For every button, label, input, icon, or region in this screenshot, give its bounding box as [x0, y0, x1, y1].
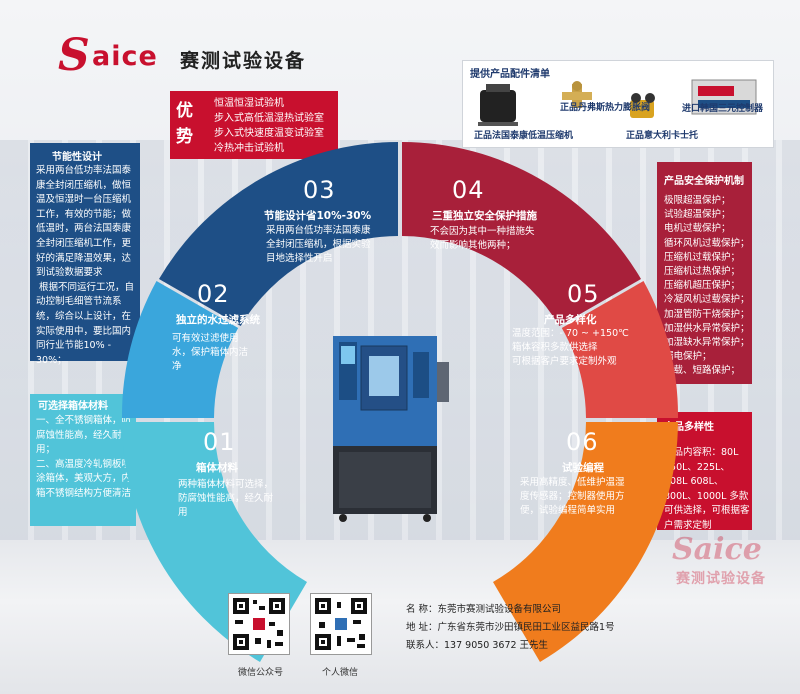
capacity-title: 产品多样性	[664, 422, 714, 433]
advantage-item: 步入式快速度温变试验室	[214, 128, 324, 139]
segment-05-body: 温度范围：- 70 ~ +150℃ 箱体容积多款供选择 可根据客户要求定制外观	[512, 328, 629, 367]
castel-valve-image	[630, 93, 655, 118]
segment-04-number: 04	[452, 176, 485, 204]
segment-06-shape	[493, 422, 678, 662]
segment-03-title: 节能设计省10%-30%	[264, 210, 372, 222]
safety-item: 电机过载保护；	[664, 223, 731, 235]
segment-05-number: 05	[567, 280, 600, 308]
safety-item: 压缩机超压保护；	[664, 280, 741, 292]
controller-image	[691, 79, 757, 115]
contact-value: 137 9050 3672 王先生	[444, 640, 549, 651]
segment-04-title: 三重独立安全保护措施	[432, 210, 537, 222]
segment-06-body: 采用高精度、低维护温湿度传感器；控制器使用方便，试验编程简单实用	[520, 477, 625, 516]
energy-saving-title: 节能性设计	[52, 152, 102, 163]
advantages-list: 恒温恒湿试验机 步入式高低温湿热试验室 步入式快速度温变试验室 冷热冲击试验机	[214, 96, 324, 156]
segment-02-title: 独立的水过滤系统	[176, 314, 260, 326]
safety-item: 极限超温保护；	[664, 195, 731, 206]
watermark-logo: Saice	[672, 532, 762, 567]
parts-title: 提供产品配件清单	[470, 69, 550, 80]
watermark-logo-cn: 赛测试验设备	[676, 571, 766, 587]
advantages-panel	[170, 91, 338, 159]
segment-06-title: 试验编程	[562, 462, 604, 474]
segment-01-title: 箱体材料	[196, 462, 238, 474]
qr-caption-official: 微信公众号	[238, 668, 284, 678]
wechat-official-qr	[228, 593, 290, 655]
qr-caption-personal: 个人微信	[322, 668, 359, 678]
part-label: 正品丹弗斯热力膨胀阀	[560, 103, 651, 113]
contact-row: 联系人：137 9050 3672 王先生	[406, 637, 615, 655]
expansion-valve-image	[562, 81, 592, 108]
segment-05-shape	[561, 281, 679, 418]
logo-mark: S	[58, 30, 90, 81]
safety-item: 加湿管防干烧保护；	[664, 308, 750, 320]
material-title: 可选择箱体材料	[38, 401, 108, 412]
material-body: 一、全不锈钢箱体，防腐蚀性能高，经久耐用； 二、高温度冷轧钢板喷涂箱体，美观大方…	[36, 415, 132, 499]
company-name-label: 名 称：	[406, 604, 438, 615]
energy-saving-body: 采用两台低功率法国泰康全封闭压缩机，做恒温及恒湿时一台压缩机工作，有效的节能；做…	[36, 165, 135, 366]
segment-02-body: 可有效过滤使用水，保护箱体内洁净	[172, 333, 249, 372]
contact-block: 名 称：东莞市赛测试验设备有限公司 地 址：广东省东莞市沙田镇民田工业区益民路1…	[406, 601, 615, 655]
safety-panel	[657, 162, 752, 384]
segment-02-shape	[121, 281, 239, 418]
energy-saving-panel	[30, 143, 140, 361]
segment-04-shape	[402, 142, 641, 326]
company-name-row: 名 称：东莞市赛测试验设备有限公司	[406, 601, 615, 619]
segment-02-number: 02	[197, 280, 230, 308]
material-panel	[30, 394, 136, 526]
segment-03-body: 采用两台低功率法国泰康全封闭压缩机，根据实验目地选择性开启	[266, 225, 371, 264]
advantages-title: 优势	[176, 101, 197, 147]
safety-item: 冷凝风机过载保护；	[664, 294, 750, 306]
capacity-body: 产品内容积：80L 150L、225L、408L 608L、800L、1000L…	[664, 447, 750, 531]
parts-images	[478, 79, 757, 126]
segment-04-body: 不会因为其中一种措施失效而影响其他两种；	[430, 226, 535, 251]
personal-wechat-qr	[310, 593, 372, 655]
segment-03-shape	[159, 142, 398, 326]
advantage-item: 冷热冲击试验机	[214, 143, 284, 154]
segment-01-body: 两种箱体材料可选择，防腐蚀性能高，经久耐用	[178, 479, 274, 518]
segment-01-number: 01	[203, 428, 236, 456]
segment-05-title: 产品多样化	[544, 314, 597, 326]
part-label: 进口韩国三元控制器	[682, 104, 764, 114]
compressor-image	[478, 84, 518, 126]
safety-item: 超载、短路保护；	[664, 365, 741, 377]
address-value: 广东省东莞市沙田镇民田工业区益民路1号	[437, 622, 615, 633]
safety-item: 试验超温保护；	[664, 209, 731, 221]
safety-item: 漏电保护；	[664, 351, 712, 363]
safety-item: 压缩机过载保护；	[664, 251, 741, 263]
part-label: 正品法国泰康低温压缩机	[474, 131, 574, 141]
safety-item: 加湿供水异常保护；	[664, 322, 750, 334]
safety-item: 压缩机过热保护；	[664, 266, 741, 278]
address-row: 地 址：广东省东莞市沙田镇民田工业区益民路1号	[406, 619, 615, 637]
company-name-cn: 赛测试验设备	[180, 50, 307, 72]
segment-03-number: 03	[303, 176, 336, 204]
test-chamber-image	[333, 336, 449, 522]
address-label: 地 址：	[406, 622, 438, 633]
part-label: 正品意大利卡士托	[626, 131, 699, 141]
company-name-value: 东莞市赛测试验设备有限公司	[437, 604, 562, 615]
logo-wordmark: aice	[92, 41, 158, 72]
contact-label: 联系人：	[406, 640, 445, 651]
safety-title: 产品安全保护机制	[664, 176, 744, 187]
segment-06-number: 06	[566, 428, 599, 456]
safety-item: 加湿缺水异常保护；	[664, 337, 750, 349]
safety-item: 循环风机过载保护；	[664, 237, 750, 249]
ground-background	[0, 540, 800, 694]
advantage-item: 步入式高低温湿热试验室	[214, 113, 324, 124]
safety-list: 极限超温保护； 试验超温保护； 电机过载保护； 循环风机过载保护； 压缩机过载保…	[664, 194, 750, 379]
advantage-item: 恒温恒湿试验机	[214, 98, 284, 109]
